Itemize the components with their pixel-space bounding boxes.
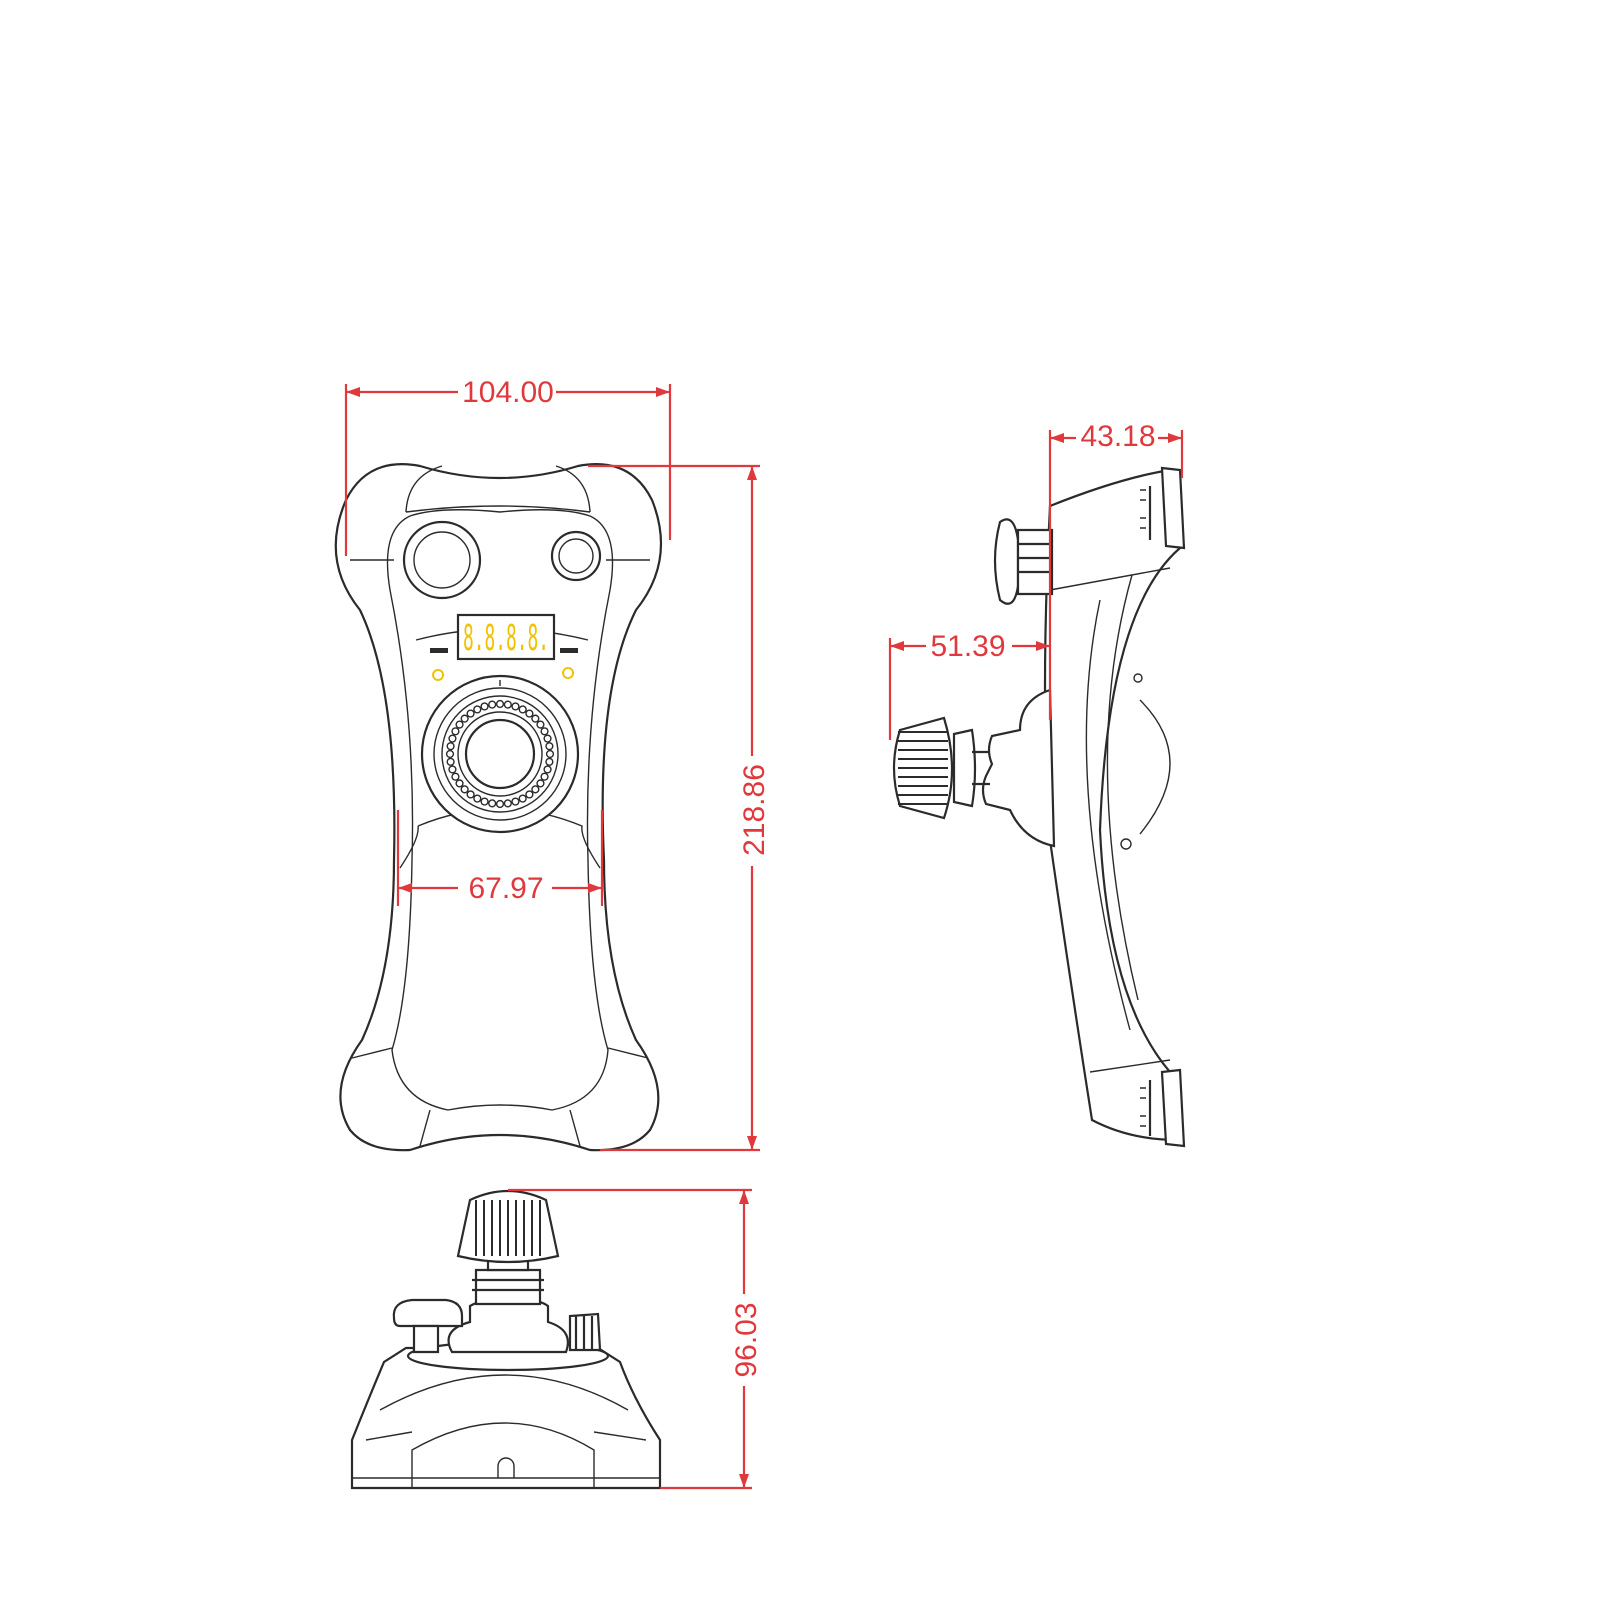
bearing-tooth [473, 705, 482, 714]
button-large [402, 520, 482, 600]
bearing-tooth [545, 742, 554, 751]
joystick-bearing-teeth [445, 699, 555, 809]
bearing-tooth [488, 700, 497, 709]
side-screw-bottom [1120, 838, 1132, 850]
joystick-ring-4 [457, 711, 543, 797]
led-display-readout: 8.8.8.8. [463, 618, 549, 659]
joystick-cap [464, 718, 536, 790]
led-display [456, 613, 556, 661]
front-top-bumper [405, 465, 591, 513]
bearing-tooth [536, 720, 545, 729]
bearing-tooth [480, 702, 489, 711]
base-side-lever [392, 1298, 464, 1328]
bearing-tooth [531, 785, 540, 794]
side-stick-neck [952, 728, 990, 808]
side-knob-ridges [898, 731, 948, 805]
bearing-tooth [540, 727, 549, 736]
base-lever-post [412, 1324, 440, 1354]
base-view [350, 1189, 662, 1490]
bearing-tooth [446, 757, 455, 766]
dimension-stick-offset-label: 51.39 [930, 630, 1005, 663]
bearing-tooth [466, 790, 475, 799]
bearing-tooth [446, 742, 455, 751]
dimension-overall-width: 104.00 [344, 374, 672, 556]
joystick-ring-2 [433, 687, 567, 821]
bearing-tooth [503, 799, 512, 808]
base-collar [472, 1268, 544, 1306]
bearing-tooth [455, 720, 464, 729]
bearing-tooth [495, 699, 505, 709]
bearing-tooth [455, 779, 464, 788]
bearing-tooth [545, 757, 554, 766]
joystick-ring-3 [441, 695, 559, 813]
dimension-waist-width-label: 67.97 [468, 872, 543, 905]
bearing-tooth [525, 709, 534, 718]
base-boot [447, 1298, 569, 1354]
dimension-side-depth: 43.18 [1048, 418, 1184, 720]
bearing-tooth [460, 714, 469, 723]
base-inner-arch [352, 1374, 660, 1488]
dimension-overall-height: 218.86 [588, 464, 771, 1152]
bearing-tooth [445, 749, 455, 759]
side-view [892, 466, 1186, 1148]
bearing-tooth [545, 749, 555, 759]
side-small-knob-stem [1016, 528, 1054, 596]
bearing-tooth [488, 799, 497, 808]
dimension-waist-width: 67.97 [396, 810, 604, 906]
bearing-tooth [543, 734, 552, 743]
side-screw-top [1133, 673, 1143, 683]
bearing-tooth [540, 772, 549, 781]
dimension-base-height-label: 96.03 [730, 1302, 763, 1377]
side-small-knob [993, 518, 1020, 605]
bearing-tooth [495, 799, 505, 809]
side-clamp-bottom [1148, 1068, 1186, 1148]
dimension-overall-width-label: 104.00 [462, 376, 554, 409]
bearing-tooth [460, 785, 469, 794]
front-body-outline [334, 463, 662, 1152]
dimension-overall-height-label: 218.86 [738, 764, 771, 856]
front-inner-panel [386, 509, 614, 1111]
side-stick-boot [981, 688, 1056, 848]
bearing-tooth [543, 765, 552, 774]
base-right-block [568, 1312, 602, 1352]
indicator-right [560, 648, 578, 653]
indicator-right-led [562, 667, 575, 679]
bearing-tooth [451, 727, 460, 736]
bearing-tooth [448, 734, 457, 743]
indicator-left-led [432, 669, 445, 681]
bearing-tooth [448, 765, 457, 774]
side-clamp-top [1148, 466, 1186, 550]
bearing-tooth [466, 709, 475, 718]
front-view: 8.8.8.8. [334, 463, 662, 1152]
button-small-inner [558, 538, 594, 574]
bearing-tooth [511, 702, 520, 711]
dimension-side-depth-label: 43.18 [1080, 420, 1155, 453]
bearing-tooth [480, 797, 489, 806]
side-inner-curve [1049, 567, 1171, 1073]
front-corner-lines [350, 559, 650, 1147]
bearing-tooth [473, 794, 482, 803]
dimension-stick-offset: 51.39 [888, 628, 1050, 740]
side-dome [1139, 699, 1171, 835]
bearing-tooth [536, 779, 545, 788]
base-knob-ridges [475, 1200, 541, 1256]
bearing-tooth [451, 772, 460, 781]
base-screw [497, 1457, 515, 1478]
bearing-tooth [531, 714, 540, 723]
dimension-base-height: 96.03 [508, 1188, 763, 1490]
bearing-tooth [503, 700, 512, 709]
indicator-left [430, 648, 448, 653]
bearing-tooth [511, 797, 520, 806]
bearing-tooth [525, 790, 534, 799]
bearing-tooth [518, 705, 527, 714]
side-clamp-notches [1140, 489, 1146, 1127]
button-large-inner [413, 531, 471, 589]
bearing-tooth [518, 794, 527, 803]
